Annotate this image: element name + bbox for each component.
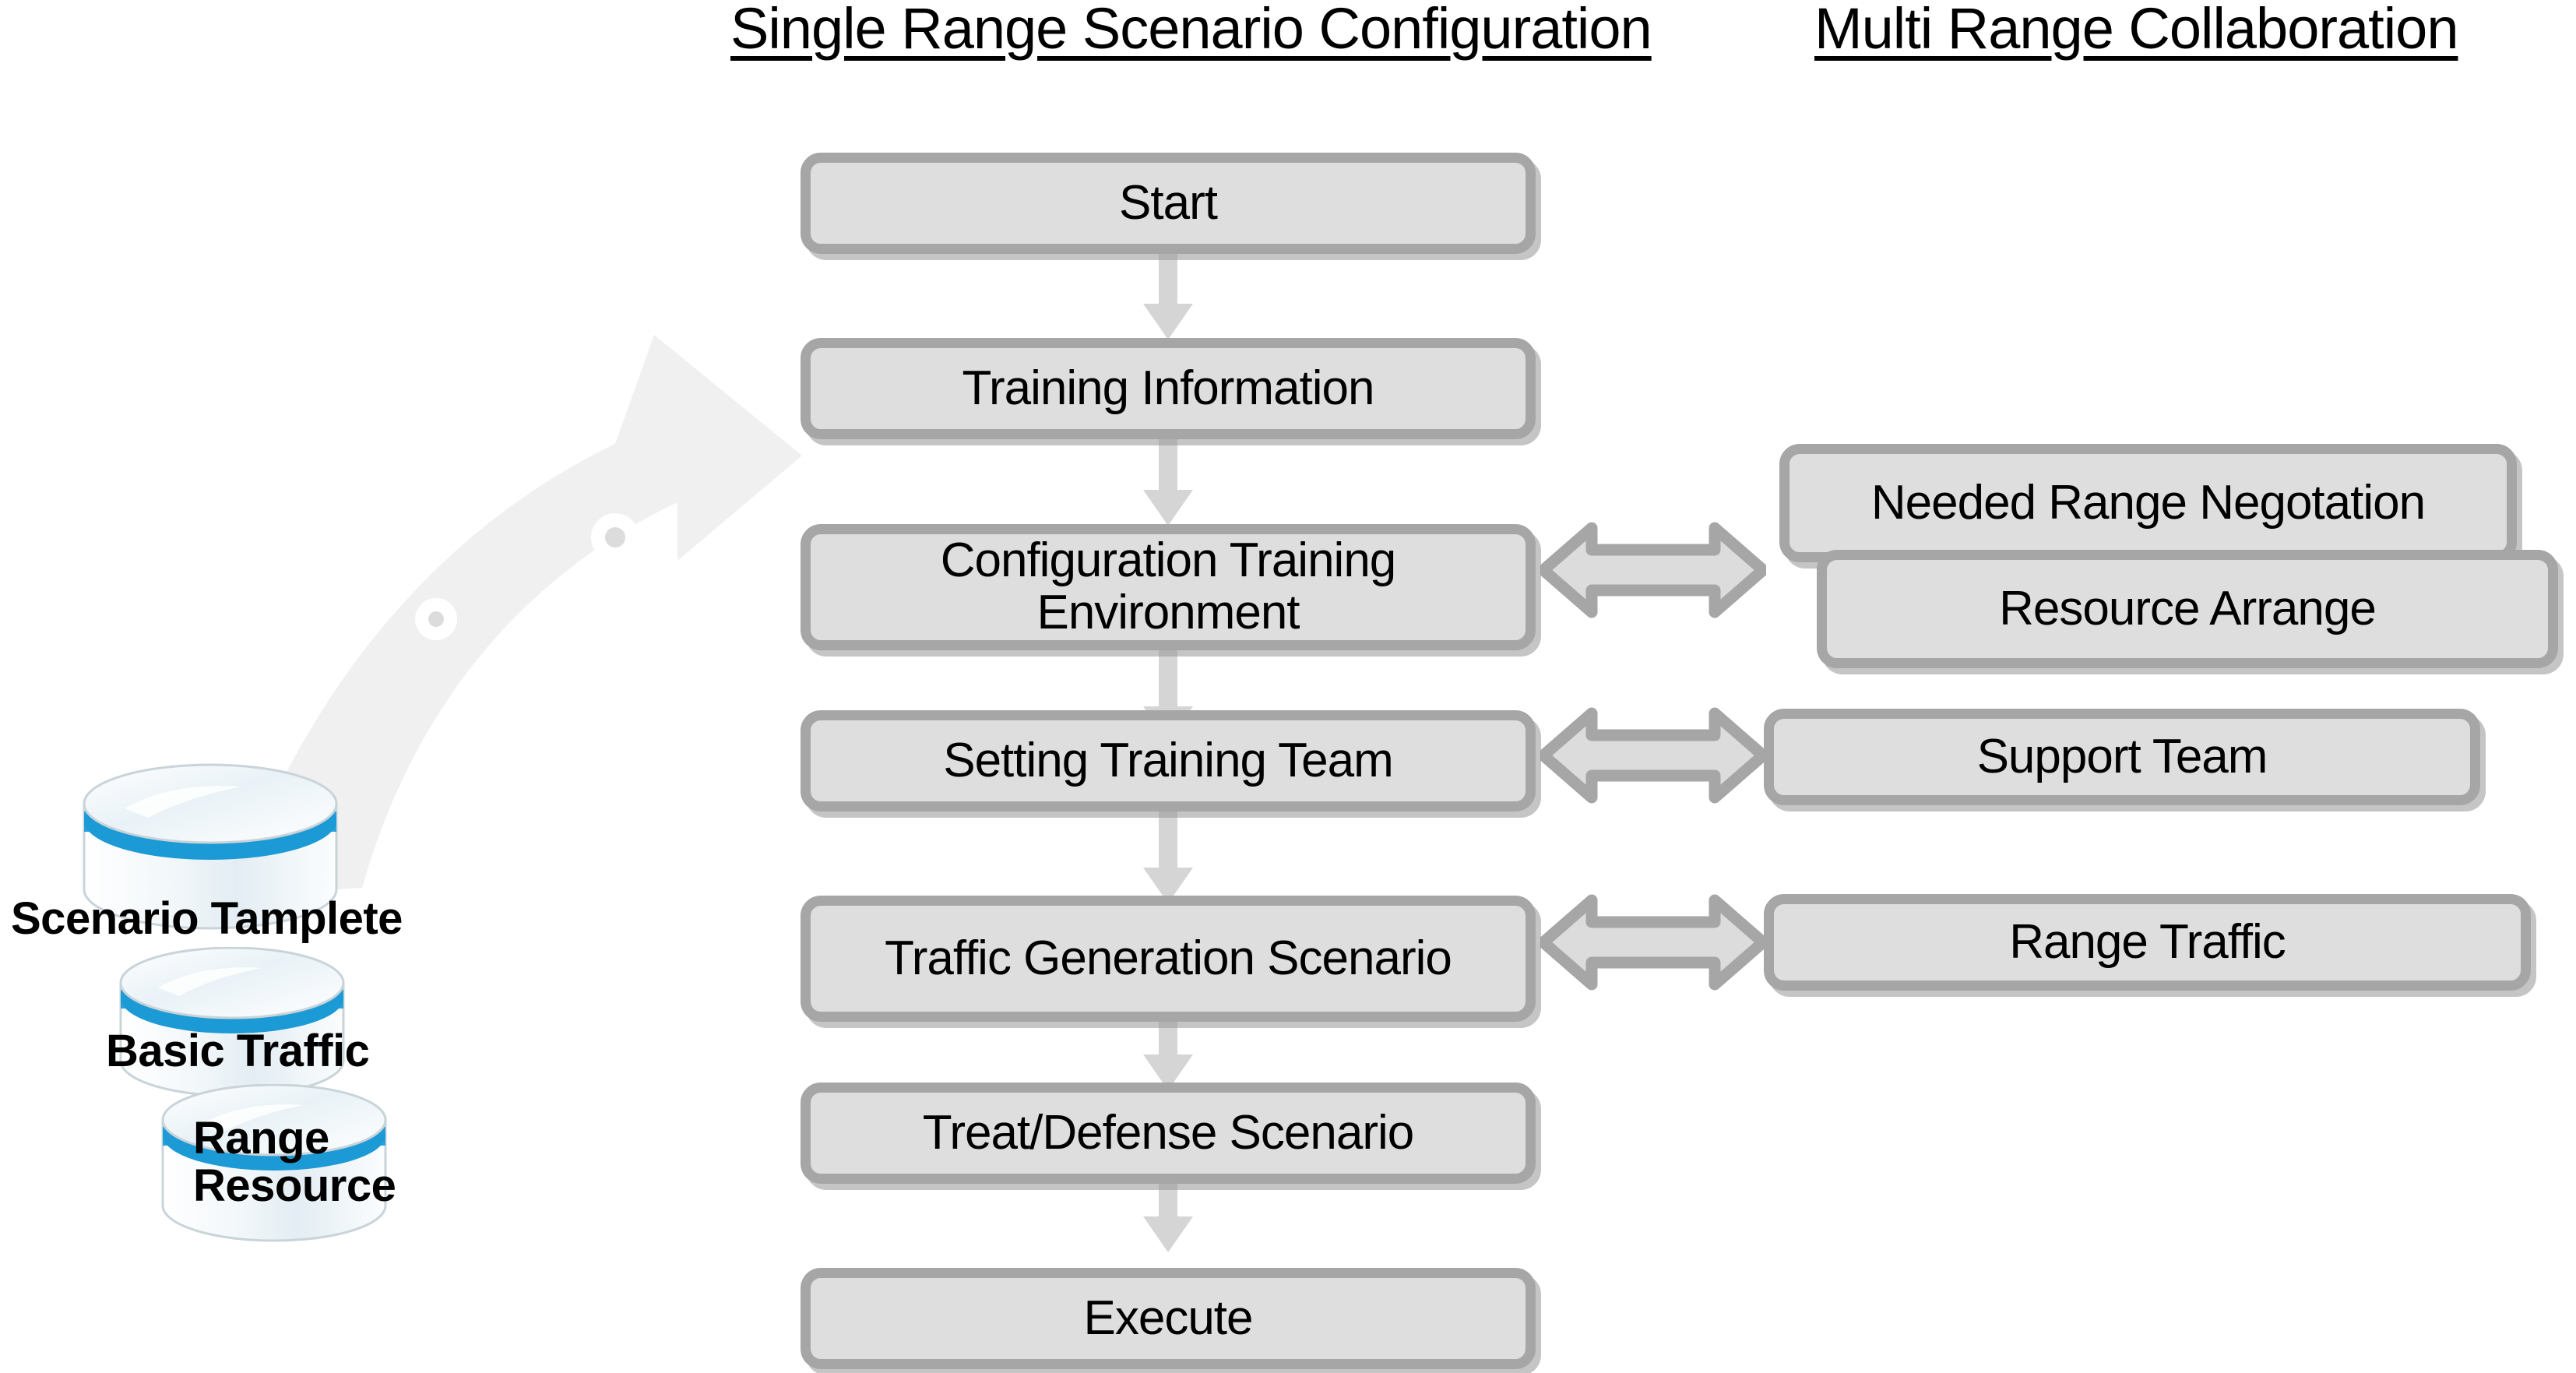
heading-single-range-scenario-configuration: Single Range Scenario Configuration	[730, 0, 1652, 61]
database-cylinder-icon-range-resource	[157, 1084, 391, 1248]
double-headed-arrow-icon-config-negotiation	[1540, 522, 1766, 618]
down-arrow-icon-1	[1143, 248, 1193, 340]
datastore-label-scenario-tamplete: Scenario Tamplete	[11, 893, 403, 944]
database-cylinder-icon-scenario-tamplete	[78, 763, 343, 935]
double-headed-arrow-icon-team-support	[1540, 707, 1766, 804]
collab-box-range-traffic[interactable]: Range Traffic	[1764, 894, 2531, 991]
datastore-label-range-resource-line1: Range	[193, 1113, 329, 1164]
collab-box-support-team[interactable]: Support Team	[1764, 709, 2480, 805]
curved-swoosh-arrow-icon	[179, 195, 958, 911]
database-cylinder-icon-basic-traffic	[115, 947, 349, 1103]
flow-box-traffic-generation-scenario[interactable]: Traffic Generation Scenario	[801, 896, 1536, 1022]
down-arrow-icon-4	[1143, 811, 1193, 903]
collab-box-resource-arrange[interactable]: Resource Arrange	[1817, 550, 2558, 668]
down-arrow-icon-5	[1143, 998, 1193, 1090]
datastore-label-range-resource-line2: Resource	[193, 1160, 396, 1211]
flow-box-treat-defense-scenario[interactable]: Treat/Defense Scenario	[801, 1083, 1536, 1184]
flow-box-training-information[interactable]: Training Information	[801, 338, 1536, 439]
datastore-label-range-resource: Range Resource	[193, 1113, 396, 1211]
heading-multi-range-collaboration: Multi Range Collaboration	[1814, 0, 2458, 61]
down-arrow-icon-6	[1143, 1160, 1193, 1252]
double-headed-arrow-icon-traffic-range	[1540, 894, 1766, 991]
collab-box-needed-range-negotation[interactable]: Needed Range Negotation	[1779, 444, 2517, 562]
flow-box-execute[interactable]: Execute	[801, 1268, 1536, 1369]
flow-box-setting-training-team[interactable]: Setting Training Team	[801, 710, 1536, 811]
down-arrow-icon-2	[1143, 434, 1193, 526]
flow-box-configuration-training-environment[interactable]: Configuration Training Environment	[801, 524, 1536, 650]
datastore-label-basic-traffic: Basic Traffic	[106, 1026, 370, 1076]
flow-box-start[interactable]: Start	[801, 153, 1536, 254]
